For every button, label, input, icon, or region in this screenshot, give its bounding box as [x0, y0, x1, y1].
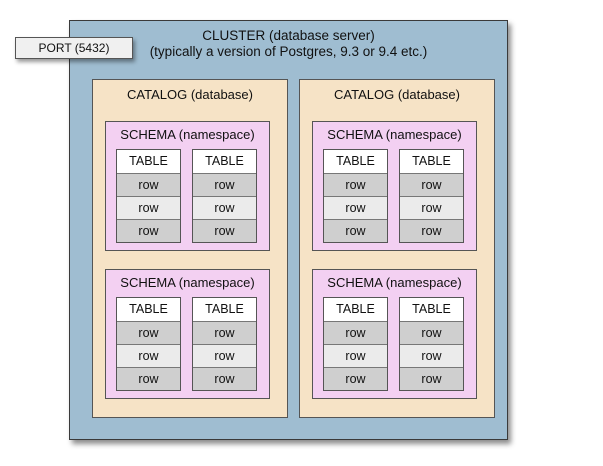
table-box: TABLE row row row: [116, 297, 181, 391]
table-row: row: [324, 321, 387, 344]
table-row: row: [193, 321, 256, 344]
table-header: TABLE: [117, 298, 180, 321]
table-row: row: [400, 196, 463, 219]
cluster-title: CLUSTER (database server) (typically a v…: [70, 28, 507, 60]
table-row: row: [193, 367, 256, 390]
table-row: row: [193, 344, 256, 367]
table-row: row: [324, 219, 387, 242]
table-header: TABLE: [400, 298, 463, 321]
table-row: row: [193, 196, 256, 219]
table-box: TABLE row row row: [323, 297, 388, 391]
table-row: row: [324, 196, 387, 219]
table-box: TABLE row row row: [192, 149, 257, 243]
table-box: TABLE row row row: [192, 297, 257, 391]
schema-box: SCHEMA (namespace) TABLE row row row TAB…: [312, 269, 477, 399]
port-label-box: PORT (5432): [15, 37, 133, 59]
table-box: TABLE row row row: [399, 297, 464, 391]
table-row: row: [117, 367, 180, 390]
schema-box: SCHEMA (namespace) TABLE row row row TAB…: [312, 121, 477, 251]
table-header: TABLE: [324, 298, 387, 321]
table-row: row: [117, 196, 180, 219]
table-row: row: [117, 344, 180, 367]
cluster-title-line1: CLUSTER (database server): [202, 28, 375, 43]
catalog-box: CATALOG (database) SCHEMA (namespace) TA…: [299, 79, 495, 418]
table-row: row: [400, 219, 463, 242]
table-header: TABLE: [324, 150, 387, 173]
table-row: row: [117, 219, 180, 242]
table-row: row: [400, 367, 463, 390]
schema-label: SCHEMA (namespace): [327, 127, 462, 142]
table-box: TABLE row row row: [323, 149, 388, 243]
table-row: row: [400, 344, 463, 367]
catalog-label: CATALOG (database): [127, 87, 253, 102]
catalog-label: CATALOG (database): [334, 87, 460, 102]
table-box: TABLE row row row: [399, 149, 464, 243]
table-header: TABLE: [193, 298, 256, 321]
table-row: row: [117, 173, 180, 196]
table-row: row: [193, 219, 256, 242]
table-header: TABLE: [117, 150, 180, 173]
schema-label: SCHEMA (namespace): [120, 127, 255, 142]
table-row: row: [324, 367, 387, 390]
schema-label: SCHEMA (namespace): [327, 275, 462, 290]
table-row: row: [117, 321, 180, 344]
table-row: row: [324, 344, 387, 367]
table-header: TABLE: [400, 150, 463, 173]
table-header: TABLE: [193, 150, 256, 173]
cluster-box: CLUSTER (database server) (typically a v…: [69, 20, 508, 440]
schema-label: SCHEMA (namespace): [120, 275, 255, 290]
schema-box: SCHEMA (namespace) TABLE row row row TAB…: [105, 121, 270, 251]
table-row: row: [400, 321, 463, 344]
schema-box: SCHEMA (namespace) TABLE row row row TAB…: [105, 269, 270, 399]
catalog-box: CATALOG (database) SCHEMA (namespace) TA…: [92, 79, 288, 418]
table-box: TABLE row row row: [116, 149, 181, 243]
table-row: row: [193, 173, 256, 196]
table-row: row: [324, 173, 387, 196]
cluster-title-line2: (typically a version of Postgres, 9.3 or…: [149, 44, 428, 59]
table-row: row: [400, 173, 463, 196]
